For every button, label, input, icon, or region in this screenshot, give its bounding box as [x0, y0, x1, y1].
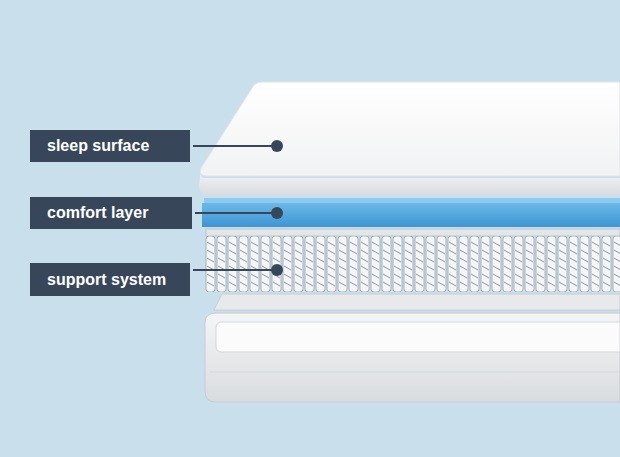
- label-box: sleep surface: [30, 130, 190, 162]
- comfort-top: [204, 198, 620, 203]
- base-inner: [216, 322, 620, 352]
- surface-front: [199, 170, 620, 195]
- base-box: [205, 313, 620, 402]
- leader-line: [193, 145, 277, 147]
- leader-dot: [271, 207, 283, 219]
- surface-top: [200, 82, 620, 176]
- label-box: comfort layer: [30, 197, 192, 229]
- label-text: comfort layer: [47, 204, 148, 222]
- base-sheet: [214, 294, 620, 310]
- leader-dot: [271, 264, 283, 276]
- coil-top: [206, 229, 620, 236]
- base-seam: [210, 372, 620, 373]
- label-text: support system: [47, 271, 166, 289]
- coil-springs: [205, 236, 620, 292]
- leader-line: [193, 269, 277, 271]
- label-box: support system: [30, 263, 190, 296]
- leader-line: [195, 212, 277, 214]
- leader-dot: [271, 140, 283, 152]
- comfort-front: [202, 203, 620, 227]
- label-text: sleep surface: [47, 137, 149, 155]
